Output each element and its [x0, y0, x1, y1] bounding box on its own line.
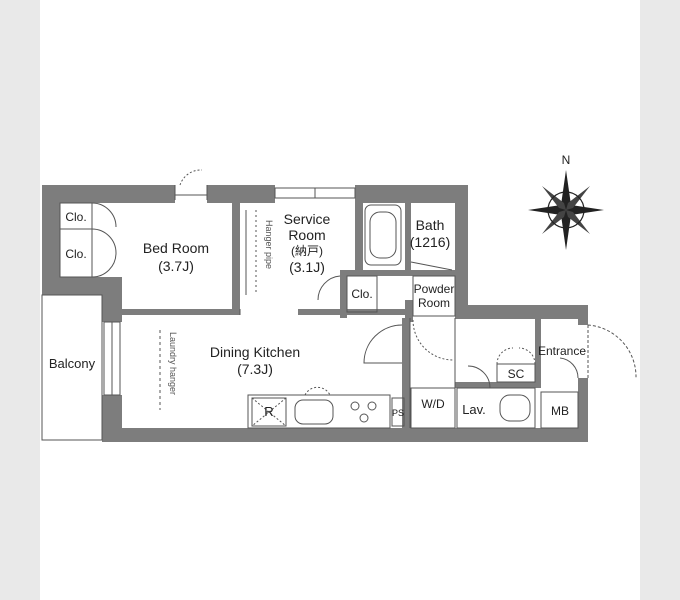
entrance-name: Entrance — [538, 344, 586, 358]
fixture-lines — [41, 169, 637, 441]
service-room-note: (納戸) — [291, 244, 323, 258]
bed-top-door-swing — [179, 169, 203, 186]
wall-entrance-right-top — [578, 305, 588, 325]
powder-room-box — [412, 275, 456, 317]
closet-service-box — [346, 275, 378, 313]
lav-door-swing — [467, 365, 491, 389]
labels: N Clo. Clo. Bed Room (3.7J) Service Room… — [49, 153, 586, 419]
wall-bottom-left — [102, 428, 408, 442]
wall-bath-right — [455, 185, 468, 307]
wall-lav-top — [455, 382, 535, 388]
kitchen-sink — [294, 399, 334, 425]
shoe-cabinet-label: SC — [508, 367, 525, 381]
compass-needle-south — [561, 210, 571, 250]
wall-bath-inner — [405, 200, 411, 270]
compass-ring — [547, 191, 585, 229]
wall-dk-right — [402, 318, 410, 428]
closet-mid-label: Clo. — [65, 247, 86, 261]
bed-window — [174, 185, 208, 200]
meter-box — [540, 391, 579, 429]
kitchen-counter — [247, 394, 391, 429]
shoe-cabinet-box — [496, 363, 536, 383]
wall-entrance-right-bottom — [578, 378, 588, 442]
fridge-cross-1 — [251, 397, 287, 427]
closet-service-swing — [317, 275, 341, 301]
pipe-space-box — [391, 397, 405, 427]
bath-name: Bath — [416, 217, 445, 233]
pipe-space-label: PS — [392, 408, 404, 418]
closet-top-label: Clo. — [65, 210, 86, 224]
wall-top-left — [42, 185, 175, 203]
hanger-pipe-label: Hanger pipe — [264, 220, 274, 269]
powder-door-swing — [412, 319, 454, 361]
closet-mid-box — [59, 228, 93, 278]
meter-box-label: MB — [551, 404, 569, 418]
wall-step-column — [102, 277, 122, 322]
lavatory-label: Lav. — [462, 402, 486, 417]
balcony-name: Balcony — [49, 356, 96, 371]
entrance-inner-swing — [559, 357, 579, 379]
compass-north-label: N — [562, 153, 571, 167]
bed-room-name: Bed Room — [143, 240, 209, 256]
stove-burner-3 — [359, 413, 369, 423]
wall-clo-left — [340, 270, 347, 318]
compass-needle-sw — [542, 210, 566, 234]
closet-mid-door-swing — [91, 228, 117, 254]
compass-needle-nw — [542, 186, 566, 210]
fridge-cross-2 — [251, 397, 287, 427]
bed-room-size: (3.7J) — [158, 258, 194, 274]
wall-entrance-top — [455, 305, 588, 319]
wall-bed-service — [232, 200, 240, 310]
wall-entrance-left — [535, 318, 541, 388]
wall-top-right — [355, 185, 468, 203]
service-room-size: (3.1J) — [289, 259, 325, 275]
washer-dryer-box — [410, 387, 456, 429]
refrigerator-label: R — [264, 404, 273, 419]
walls — [42, 185, 588, 442]
dk-door-swing — [363, 324, 403, 364]
balcony-outline — [41, 294, 103, 441]
bathtub-inner — [369, 211, 397, 259]
washer-dryer-label: W/D — [421, 397, 445, 411]
wall-left-upper — [42, 185, 60, 295]
stove-burner-2 — [367, 401, 377, 411]
laundry-hanger-label: Laundry hanger — [168, 332, 178, 395]
wall-service-bath — [355, 200, 363, 272]
bath-size: (1216) — [410, 234, 450, 250]
wall-powder-left — [405, 300, 413, 322]
entrance-door-swing — [587, 324, 637, 379]
powder-room-label-1: Powder — [414, 282, 455, 296]
service-room-name-1: Service — [284, 211, 331, 227]
stove-burner-1 — [350, 401, 360, 411]
bathtub — [364, 204, 402, 266]
closet-top-door-swing — [91, 202, 117, 228]
powder-room-label-2: Room — [418, 296, 450, 310]
lavatory-area — [456, 387, 536, 429]
bath-door — [410, 261, 453, 271]
wall-top-mid — [207, 185, 275, 203]
dining-kitchen-size: (7.3J) — [237, 361, 273, 377]
compass-needle-se — [566, 210, 590, 234]
compass-needle-east — [566, 205, 604, 215]
compass-needle-ne — [566, 186, 590, 210]
wall-bottom-right — [408, 428, 588, 442]
service-room-name-2: Room — [288, 227, 325, 243]
dining-kitchen-name: Dining Kitchen — [210, 344, 300, 360]
wall-bath-bottom — [340, 270, 455, 276]
compass-needle-west — [528, 205, 566, 215]
lavatory-basin — [499, 394, 531, 422]
closet-service-label: Clo. — [351, 287, 372, 301]
sc-door-swing — [496, 347, 536, 365]
wall-bed-bottom — [122, 309, 240, 315]
closet-mid-door-swing-2 — [91, 252, 117, 278]
north-compass — [528, 170, 604, 250]
fridge-box — [251, 397, 287, 427]
sink-faucet-swing — [304, 386, 331, 396]
compass-needle-north — [561, 170, 571, 210]
